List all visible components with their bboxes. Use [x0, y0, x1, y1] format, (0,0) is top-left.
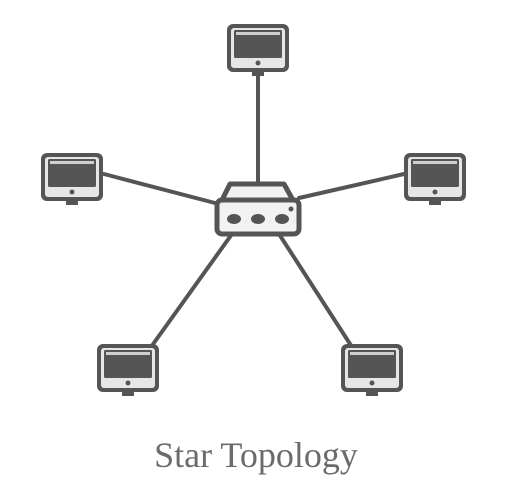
hub-port-2 [251, 214, 265, 224]
right-computer-icon [404, 153, 466, 205]
monitor-foot [429, 201, 441, 205]
link-bottom-left [149, 232, 234, 349]
screen-highlight [413, 161, 457, 164]
power-dot [432, 189, 438, 195]
link-right [297, 172, 406, 200]
power-dot [369, 380, 375, 386]
diagram-title: Star Topology [154, 435, 358, 475]
network-links [102, 73, 406, 349]
screen-highlight [106, 352, 150, 355]
power-dot [125, 380, 131, 386]
link-bottom-right [277, 232, 354, 349]
monitor-foot [66, 201, 78, 205]
monitor-foot [252, 72, 264, 76]
hub-port-1 [227, 214, 241, 224]
hub-port-3 [275, 214, 289, 224]
monitor-screen [348, 350, 396, 378]
screen-highlight [236, 32, 280, 35]
power-dot [69, 189, 75, 195]
power-dot [255, 60, 261, 66]
monitor-screen [104, 350, 152, 378]
monitor-screen [234, 30, 282, 58]
monitor-screen [48, 159, 96, 187]
monitor-foot [366, 392, 378, 396]
screen-highlight [50, 161, 94, 164]
hub-icon [214, 181, 302, 237]
hub-led [288, 206, 294, 212]
bottom-left-computer-icon [97, 344, 159, 396]
network-nodes [41, 24, 466, 396]
top-computer-icon [227, 24, 289, 76]
screen-highlight [350, 352, 394, 355]
link-left [102, 172, 217, 205]
bottom-right-computer-icon [341, 344, 403, 396]
monitor-screen [411, 159, 459, 187]
monitor-foot [122, 392, 134, 396]
left-computer-icon [41, 153, 103, 205]
